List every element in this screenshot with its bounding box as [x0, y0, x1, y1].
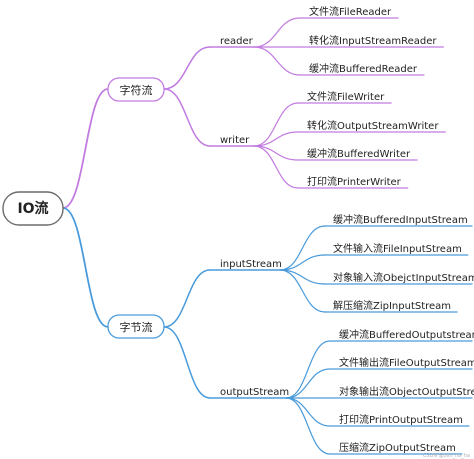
edge-input-i2 — [279, 254, 326, 271]
edge-char-reader — [163, 46, 211, 90]
writer-label[interactable]: writer — [220, 135, 250, 146]
reader-label[interactable]: reader — [220, 36, 254, 47]
input-leaf-3[interactable]: 对象输入流ObejctInputStream — [333, 271, 474, 284]
output-leaf-5[interactable]: 压缩流ZipOutputStream — [339, 441, 456, 454]
edge-writer-w1 — [253, 102, 299, 147]
edge-output-o5 — [285, 397, 331, 455]
reader-leaf-3[interactable]: 缓冲流BufferedReader — [309, 62, 418, 75]
output-leaf-1[interactable]: 缓冲流BufferedOutputstream — [339, 328, 474, 341]
root-label: IO流 — [17, 200, 48, 217]
input-leaf-1[interactable]: 缓冲流BufferedInputStream — [333, 213, 468, 226]
input-leaf-2[interactable]: 文件输入流FileInputStream — [333, 242, 462, 255]
edge-output-o2 — [285, 368, 331, 399]
input-stream-label[interactable]: inputStream — [220, 259, 282, 270]
edge-reader-r1 — [253, 17, 301, 48]
output-leaf-4[interactable]: 打印流PrintOutputStream — [339, 413, 463, 426]
root-node[interactable]: IO流 — [2, 191, 64, 226]
writer-leaf-1[interactable]: 文件流FileWriter — [307, 90, 385, 103]
edge-output-o4 — [285, 397, 331, 427]
watermark: CSDN @zen_na_ha — [423, 453, 470, 459]
edge-root-char — [62, 88, 109, 209]
connector-lines — [62, 17, 473, 455]
edge-writer-w4 — [253, 145, 299, 189]
char-stream-label: 字符流 — [120, 83, 153, 97]
output-leaf-3[interactable]: 对象输出流ObjectOutputStream — [339, 385, 474, 398]
mind-map-nodes: IO流 字符流 字节流 reader writer inputStream ou… — [2, 5, 474, 459]
edge-byte-output — [163, 326, 211, 399]
byte-stream-node[interactable]: 字节流 — [107, 314, 165, 339]
reader-leaf-1[interactable]: 文件流FileReader — [309, 5, 392, 18]
edge-char-writer — [163, 88, 211, 147]
byte-stream-label: 字节流 — [120, 320, 153, 334]
edge-root-byte — [62, 207, 109, 328]
edge-input-i4 — [279, 269, 326, 313]
reader-leaf-2[interactable]: 转化流InputStreamReader — [309, 34, 437, 47]
writer-leaf-2[interactable]: 转化流OutputStreamWriter — [307, 119, 439, 132]
edge-byte-input — [163, 269, 211, 328]
input-leaf-4[interactable]: 解压缩流ZipInputStream — [333, 299, 451, 312]
output-stream-label[interactable]: outputStream — [220, 387, 289, 398]
writer-leaf-3[interactable]: 缓冲流BufferedWriter — [307, 147, 411, 160]
edge-input-i1 — [279, 225, 326, 271]
edge-writer-w2 — [253, 131, 299, 147]
output-leaf-2[interactable]: 文件输出流FileOutputStream — [339, 356, 474, 369]
edge-reader-r3 — [253, 46, 301, 76]
writer-leaf-4[interactable]: 打印流PrinterWriter — [307, 175, 402, 188]
edge-output-o1 — [285, 340, 331, 399]
char-stream-node[interactable]: 字符流 — [107, 77, 165, 102]
